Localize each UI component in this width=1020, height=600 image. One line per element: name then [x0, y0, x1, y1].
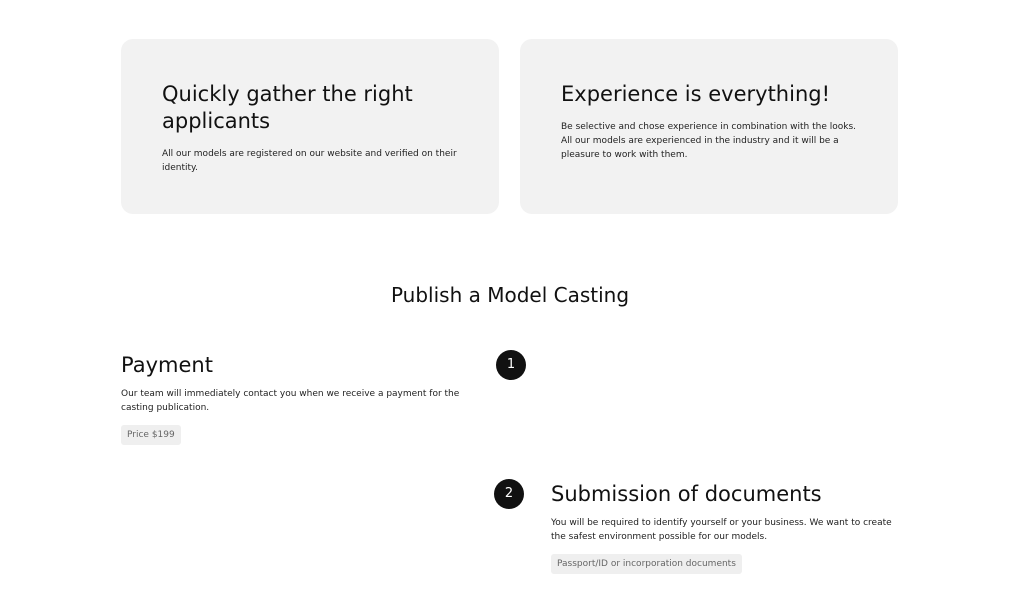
price-tag: Price $199 — [121, 425, 181, 445]
step-title: Submission of documents — [551, 482, 822, 506]
step-description: You will be required to identify yoursel… — [551, 518, 892, 542]
step-number-badge: 1 — [496, 350, 526, 380]
step-description: Our team will immediately contact you wh… — [121, 389, 460, 413]
step-payment: Payment Our team will immediately contac… — [121, 352, 471, 445]
feature-description: All our models are registered on our web… — [162, 149, 457, 173]
step-number-badge: 2 — [494, 479, 524, 509]
feature-card-applicants: Quickly gather the right applicants All … — [121, 39, 499, 214]
feature-description: Be selective and chose experience in com… — [561, 122, 857, 160]
feature-card-experience: Experience is everything! Be selective a… — [520, 39, 898, 214]
feature-title: Quickly gather the right applicants — [162, 82, 413, 133]
step-title: Payment — [121, 353, 213, 377]
documents-tag: Passport/ID or incorporation documents — [551, 554, 742, 574]
step-submission: Submission of documents You will be requ… — [551, 481, 901, 574]
feature-title: Experience is everything! — [561, 82, 831, 106]
section-title: Publish a Model Casting — [390, 283, 630, 307]
